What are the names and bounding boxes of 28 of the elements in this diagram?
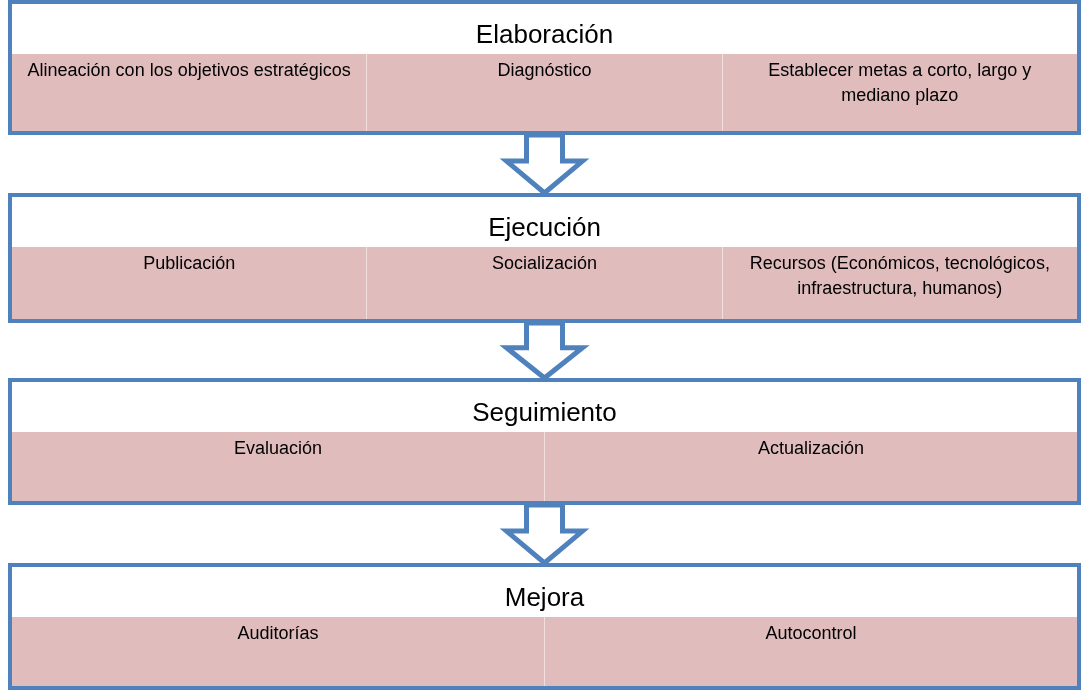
task-cell bbox=[12, 617, 544, 686]
task-cell bbox=[366, 247, 722, 319]
task-cell bbox=[544, 617, 1077, 686]
task-cell bbox=[544, 432, 1077, 501]
task-cell bbox=[12, 432, 544, 501]
task-text: Autocontrol bbox=[765, 622, 857, 645]
task-text: Alineación con los objetivos estratégicos bbox=[27, 59, 351, 82]
task-text: Evaluación bbox=[233, 437, 323, 460]
stage-title: Mejora bbox=[504, 580, 585, 613]
task-cell bbox=[721, 54, 1077, 131]
stage-box bbox=[8, 0, 1081, 135]
task-cell bbox=[721, 247, 1077, 319]
task-text: Auditorías bbox=[237, 622, 319, 645]
task-text: Establecer metas a corto, largo y mediano plazo bbox=[767, 59, 1033, 107]
stage-box bbox=[8, 378, 1081, 505]
task-text: Recursos (Económicos, tecnológicos, infraestructura, humanos) bbox=[748, 252, 1051, 300]
task-text: Actualización bbox=[757, 437, 865, 460]
task-cell bbox=[12, 54, 367, 131]
stage-title: Ejecución bbox=[488, 210, 601, 243]
task-text: Publicación bbox=[143, 252, 236, 275]
task-text: Diagnóstico bbox=[497, 59, 592, 82]
stage-box bbox=[8, 193, 1081, 323]
stage-title: Seguimiento bbox=[472, 395, 617, 428]
task-cell bbox=[366, 54, 722, 131]
task-cell bbox=[12, 247, 367, 319]
task-text: Socialización bbox=[491, 252, 597, 275]
stage-box bbox=[8, 563, 1081, 690]
stage-title: Elaboración bbox=[475, 17, 614, 50]
